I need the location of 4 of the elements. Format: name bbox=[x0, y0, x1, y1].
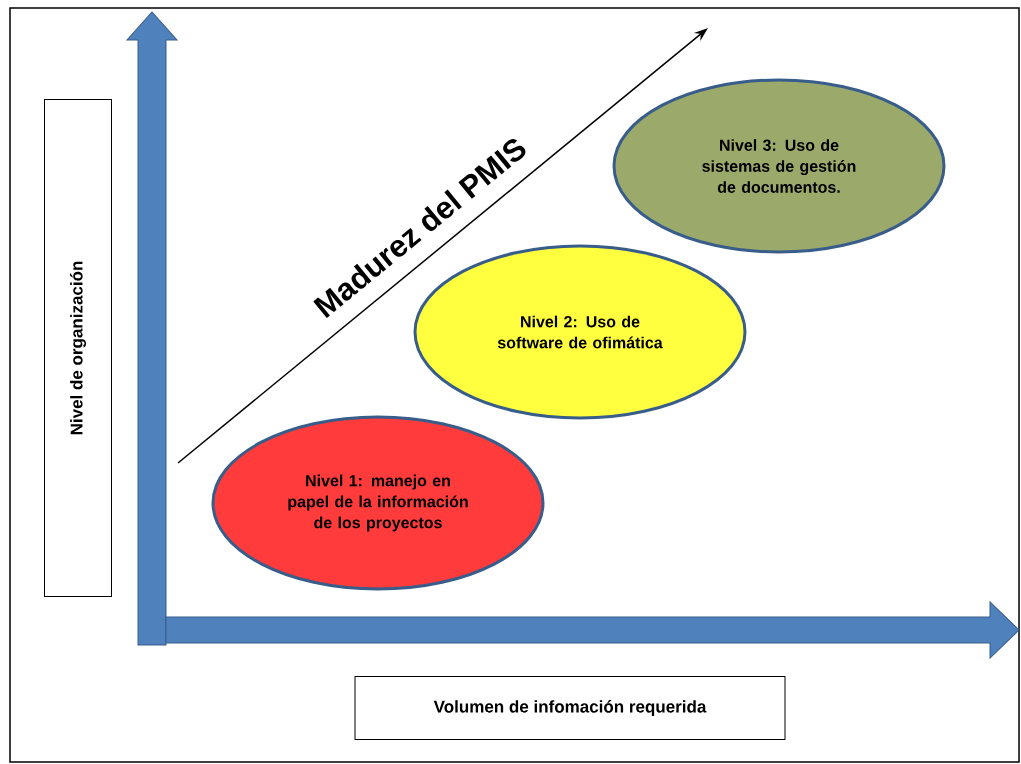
axis-label-box: Volumen de infomación requerida bbox=[354, 676, 786, 740]
axis-label-box: Nivel de organización bbox=[44, 99, 112, 597]
ellipse-node: Nivel 3: Uso de sistemas de gestión de documentos. bbox=[612, 78, 946, 254]
ellipse-node: Nivel 1: manejo en papel de la información de los proyectos bbox=[211, 415, 545, 591]
